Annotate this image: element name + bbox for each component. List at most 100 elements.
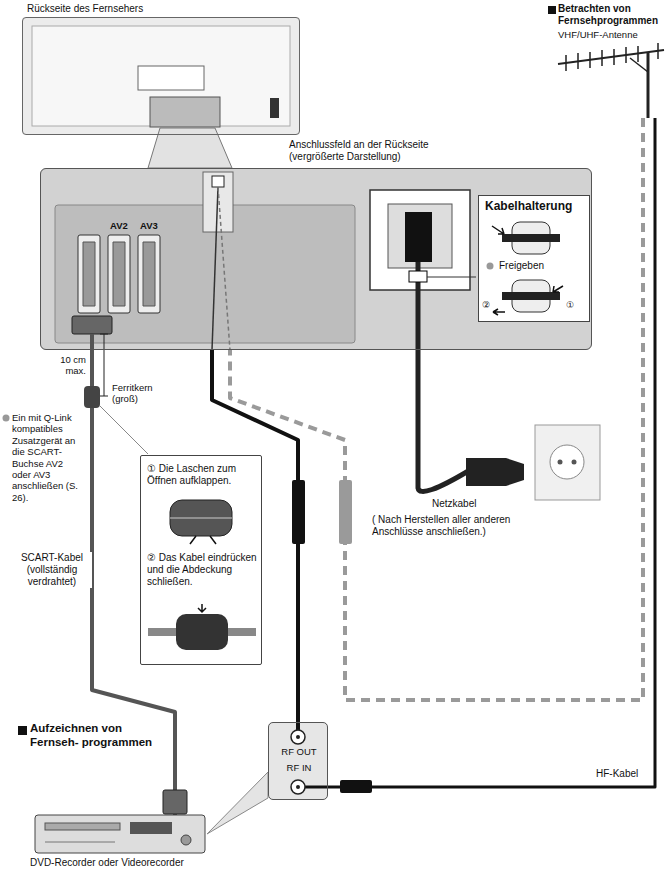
power-socket <box>427 277 476 278</box>
power-socket <box>405 212 432 262</box>
callout-label: 10 cm max. <box>40 354 86 377</box>
node-text: DVD-Recorder oder Videorecorder <box>30 857 215 869</box>
rear-panel <box>40 168 592 350</box>
node-text: Aufzeichnen von Fernseh- programmen <box>30 722 155 750</box>
recorder <box>35 815 205 853</box>
power-socket <box>409 271 427 282</box>
power-socket <box>370 190 470 290</box>
tv-back-thumbnail <box>22 17 300 135</box>
wall-socket <box>550 445 584 479</box>
callout-label: Ferritkern (groß) <box>112 382 174 405</box>
ferrite-figure <box>148 500 256 650</box>
coax-plug <box>292 480 305 544</box>
cable-connector <box>328 118 655 787</box>
wall-socket <box>535 425 600 500</box>
node-text: Kabelhalterung <box>485 199 585 213</box>
ferrite-figure <box>190 536 216 544</box>
node-text: Freigeben <box>499 260 579 272</box>
ferrite-core <box>100 334 108 396</box>
cable-holder-box <box>502 292 560 300</box>
node-text: VHF/UHF-Antenne <box>558 29 666 40</box>
ferrite-core <box>100 406 148 454</box>
scart-plug <box>163 790 187 814</box>
recorder <box>207 772 268 834</box>
scart-plug <box>90 334 94 350</box>
ferrite-figure <box>198 604 206 612</box>
coax-plug <box>296 785 300 789</box>
node-box: RF OUT RF IN <box>268 722 328 800</box>
recorder <box>45 823 120 830</box>
cable-label: HF-Kabel <box>594 768 646 780</box>
coax-plug <box>296 735 300 739</box>
coax-plug <box>339 480 352 544</box>
node-text: Anschlussfeld an der Rückseite (vergröße… <box>289 139 454 163</box>
callout-label: ( Nach Herstellen aller anderen Anschlüs… <box>372 514 532 538</box>
callout-label: ② <box>482 300 498 311</box>
recorder <box>45 842 115 843</box>
recorder <box>130 822 172 834</box>
bullet <box>3 6 557 735</box>
rear-panel <box>212 187 218 350</box>
ferrite-core <box>84 386 100 408</box>
cable-holder-box <box>478 195 590 322</box>
bullet <box>548 6 556 14</box>
node-box: Aufzeichnen von Fernseh- programmenDVD-R… <box>35 815 205 853</box>
antenna <box>630 58 648 72</box>
cable-holder-box <box>493 286 563 315</box>
mains-plug <box>466 458 524 486</box>
node-text: Rückseite des Fernsehers <box>27 3 247 15</box>
antenna <box>566 43 658 71</box>
cable-holder-box <box>502 234 560 242</box>
cable-holder-box <box>487 263 494 270</box>
zoom-callout <box>148 128 232 168</box>
coax-plug <box>305 786 328 789</box>
recorder <box>181 835 191 845</box>
node-box: Betrachten von FernsehprogrammenVHF/UHF-… <box>545 3 668 118</box>
rear-panel <box>40 168 592 350</box>
ferrite-figure <box>170 518 232 519</box>
node-text: ① Die Laschen zum Öffnen aufklappen. <box>147 463 257 487</box>
power-socket <box>388 204 452 268</box>
tv-back-thumbnail <box>22 17 300 135</box>
callout-label: ① <box>566 300 582 311</box>
cable-holder-box <box>492 226 504 234</box>
antenna <box>558 43 664 118</box>
node-text: Betrachten von Fernsehprogrammen <box>558 3 666 27</box>
rear-panel <box>212 176 224 187</box>
callout-label: AV2 <box>105 220 133 231</box>
tv-back-thumbnail <box>270 98 279 118</box>
bullet <box>18 726 27 735</box>
power-socket <box>418 262 470 491</box>
wall-socket <box>535 425 600 500</box>
node-text: RF IN <box>269 762 329 773</box>
coax-plug <box>291 780 305 794</box>
antenna <box>647 52 650 118</box>
node-box: ① Die Laschen zum Öffnen aufklappen. ② Da… <box>140 455 262 665</box>
bullet <box>3 415 10 422</box>
power-socket <box>370 190 476 491</box>
scart-socket <box>78 235 160 313</box>
node-text: ② Das Kabel eindrücken und die Abdeckung… <box>147 552 257 588</box>
callout-label: Ein mit Q-Link kompatibles Zusatzgerät a… <box>12 412 84 503</box>
node-text: RF OUT <box>269 746 329 757</box>
tv-back-thumbnail <box>138 66 204 90</box>
coax-plug <box>340 780 372 793</box>
ferrite-figure <box>170 500 232 536</box>
coax-plug <box>291 730 305 744</box>
scart-plug <box>72 316 112 334</box>
recorder <box>268 722 328 800</box>
scart-socket <box>83 242 155 306</box>
ferrite-figure <box>176 614 228 650</box>
wall-socket <box>558 460 563 465</box>
node-box: Rückseite des Fernsehers <box>22 17 300 135</box>
cable-holder-box <box>478 195 590 322</box>
tv-back-thumbnail <box>150 97 220 127</box>
tv-back-thumbnail <box>32 26 290 126</box>
cable-label: SCART-Kabel (vollständig verdrahtet) <box>12 552 92 588</box>
rear-panel <box>218 187 230 350</box>
callout-label: AV3 <box>135 220 163 231</box>
callout-label: Netzkabel <box>432 498 502 510</box>
cable-connector <box>230 118 643 700</box>
wall-socket <box>572 460 577 465</box>
